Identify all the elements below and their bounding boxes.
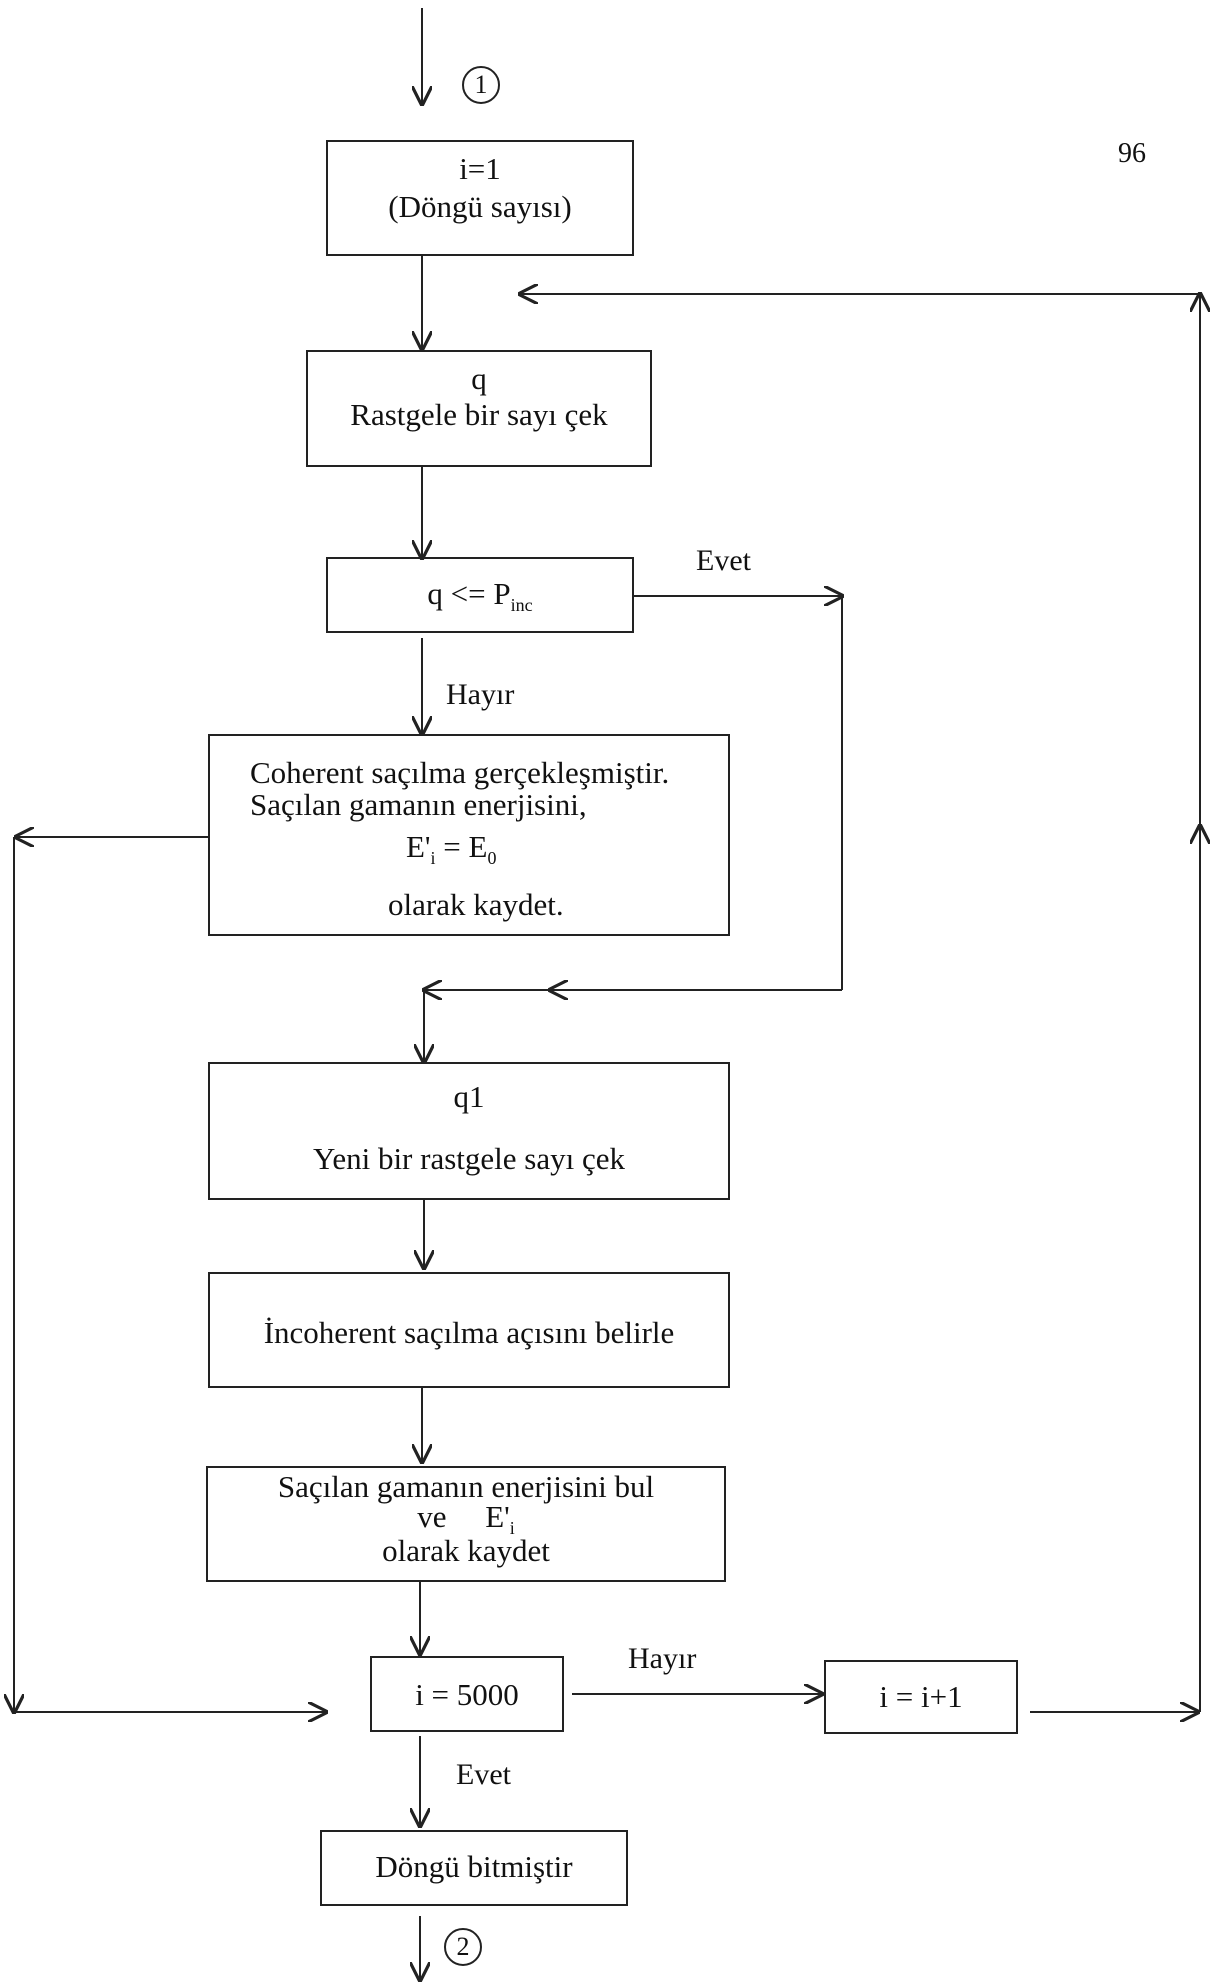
connector-end: 2	[444, 1928, 482, 1966]
decision1-sub: inc	[510, 595, 533, 616]
energy-line2: ve E'i	[208, 1500, 724, 1545]
coherent-line4: olarak kaydet.	[388, 887, 564, 922]
random-line1: q	[471, 361, 487, 396]
decision-i-5000: i = 5000	[370, 1656, 564, 1732]
random2-box: q1 Yeni bir rastgele sayı çek	[208, 1062, 730, 1200]
label-hayir-1: Hayır	[446, 678, 515, 711]
decision-q-pinc: q <= Pinc	[326, 557, 634, 633]
decision1-text: q <= Pinc	[328, 577, 632, 622]
energy-e-sub: i	[509, 1518, 515, 1539]
init-box: i=1 (Döngü sayısı)	[326, 140, 634, 256]
connector-start: 1	[462, 66, 500, 104]
energy-ve: ve	[417, 1499, 447, 1534]
init-line2: (Döngü sayısı)	[388, 189, 572, 224]
decision1-main: q <= P	[427, 576, 511, 611]
angle-text: İncoherent saçılma açısını belirle	[263, 1315, 675, 1350]
decision2-text: i = 5000	[415, 1677, 519, 1712]
energy-e-prime: E'	[485, 1499, 510, 1534]
energy-line1: Saçılan gamanın enerjisini bul	[277, 1469, 655, 1504]
eq-left-sub: i	[430, 848, 436, 869]
angle-box: İncoherent saçılma açısını belirle	[208, 1272, 730, 1388]
energy-box: Saçılan gamanın enerjisini bul ve E'i ol…	[206, 1466, 726, 1582]
eq-left: E'	[406, 829, 431, 864]
label-evet-1: Evet	[696, 544, 751, 577]
coherent-line2: Saçılan gamanın enerjisini,	[250, 787, 587, 822]
end-text: Döngü bitmiştir	[375, 1849, 573, 1884]
eq-right-sub: 0	[487, 848, 497, 869]
increment-text: i = i+1	[879, 1679, 963, 1714]
label-evet-2: Evet	[456, 1758, 511, 1791]
coherent-box: Coherent saçılma gerçekleşmiştir. Saçıla…	[208, 734, 730, 936]
init-line1: i=1	[459, 151, 501, 186]
coherent-line1: Coherent saçılma gerçekleşmiştir.	[250, 755, 670, 790]
coherent-equation: E'i = E0	[406, 830, 496, 875]
random2-line2: Yeni bir rastgele sayı çek	[313, 1141, 625, 1176]
end-box: Döngü bitmiştir	[320, 1830, 628, 1906]
page-number: 96	[1118, 138, 1146, 169]
random2-line1: q1	[453, 1079, 485, 1114]
label-hayir-2: Hayır	[628, 1642, 697, 1675]
eq-mid: = E	[435, 829, 488, 864]
random-line2: Rastgele bir sayı çek	[350, 397, 608, 432]
increment-box: i = i+1	[824, 1660, 1018, 1734]
energy-line3: olarak kaydet	[382, 1533, 550, 1568]
random-box: q Rastgele bir sayı çek	[306, 350, 652, 467]
